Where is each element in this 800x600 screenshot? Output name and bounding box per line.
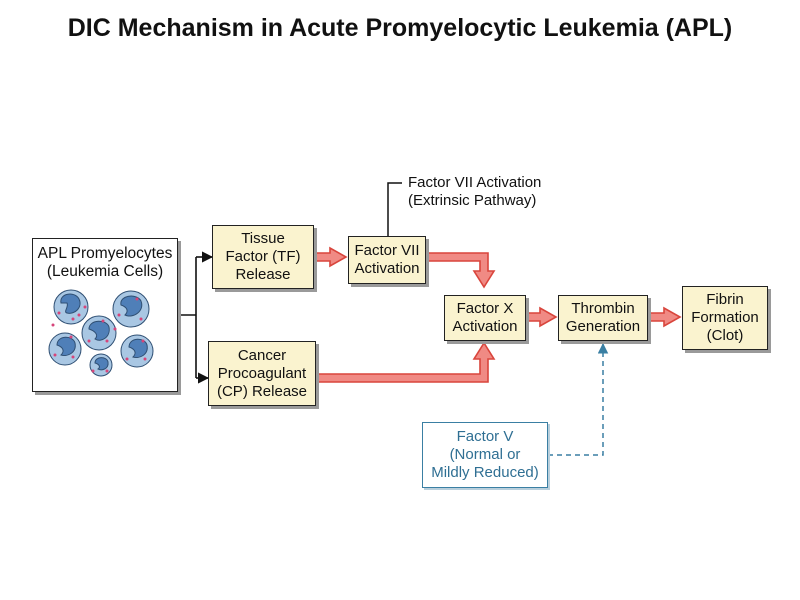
- annotation-callout-line: [387, 182, 402, 236]
- cancer-procoagulant-line3: (CP) Release: [216, 382, 308, 400]
- cancer-procoagulant-box: Cancer Procoagulant (CP) Release: [208, 341, 316, 406]
- leukemia-cells-illustration: [48, 289, 154, 377]
- factor-vii-line1: Factor VII: [354, 242, 420, 259]
- apl-cells-box: APL Promyelocytes (Leukemia Cells): [32, 238, 178, 392]
- fibrin-line3: (Clot): [706, 327, 744, 344]
- factor-vii-box: Factor VII Activation: [348, 236, 426, 284]
- factor-v-dashed-arrow: [548, 342, 609, 456]
- tissue-factor-line3: Release: [235, 266, 291, 283]
- arrow-factor-x-to-thrombin: [527, 306, 558, 328]
- annotation-line2: (Extrinsic Pathway): [408, 192, 537, 209]
- factor-x-line2: Activation: [452, 318, 518, 335]
- arrow-tf-to-factor-vii: [313, 246, 348, 268]
- cancer-procoagulant-line1: Cancer: [237, 346, 287, 364]
- annotation-line1: Factor VII Activation: [408, 174, 542, 191]
- thrombin-line1: Thrombin: [571, 300, 635, 317]
- tissue-factor-line2: Factor (TF): [225, 248, 301, 265]
- diagram-title: DIC Mechanism in Acute Promyelocytic Leu…: [67, 14, 733, 42]
- arrow-cp-to-factor-x: [315, 341, 496, 383]
- fibrin-line2: Formation: [691, 309, 759, 326]
- apl-cells-label-line1: APL Promyelocytes: [37, 245, 173, 262]
- extrinsic-pathway-annotation: Factor VII Activation (Extrinsic Pathway…: [408, 174, 541, 210]
- factor-v-line2: (Normal or: [449, 446, 521, 463]
- cancer-procoagulant-line2: Procoagulant: [217, 364, 307, 382]
- branch-connector: [178, 251, 214, 384]
- apl-cells-label-line2: (Leukemia Cells): [46, 263, 164, 280]
- factor-v-line1: Factor V: [456, 428, 514, 445]
- tissue-factor-box: Tissue Factor (TF) Release: [212, 225, 314, 289]
- fibrin-line1: Fibrin: [706, 291, 744, 308]
- arrow-thrombin-to-fibrin: [647, 306, 682, 328]
- arrow-factor-vii-to-factor-x: [423, 252, 496, 289]
- factor-vii-line2: Activation: [354, 260, 420, 277]
- thrombin-line2: Generation: [565, 318, 641, 335]
- flow-arrows: [313, 246, 682, 383]
- fibrin-box: Fibrin Formation (Clot): [682, 286, 768, 350]
- factor-x-box: Factor X Activation: [444, 295, 526, 341]
- thrombin-box: Thrombin Generation: [558, 295, 648, 341]
- factor-x-line1: Factor X: [456, 300, 514, 317]
- factor-v-box: Factor V (Normal or Mildly Reduced): [422, 422, 548, 488]
- tissue-factor-line1: Tissue: [241, 230, 285, 247]
- factor-v-line3: Mildly Reduced): [431, 464, 539, 481]
